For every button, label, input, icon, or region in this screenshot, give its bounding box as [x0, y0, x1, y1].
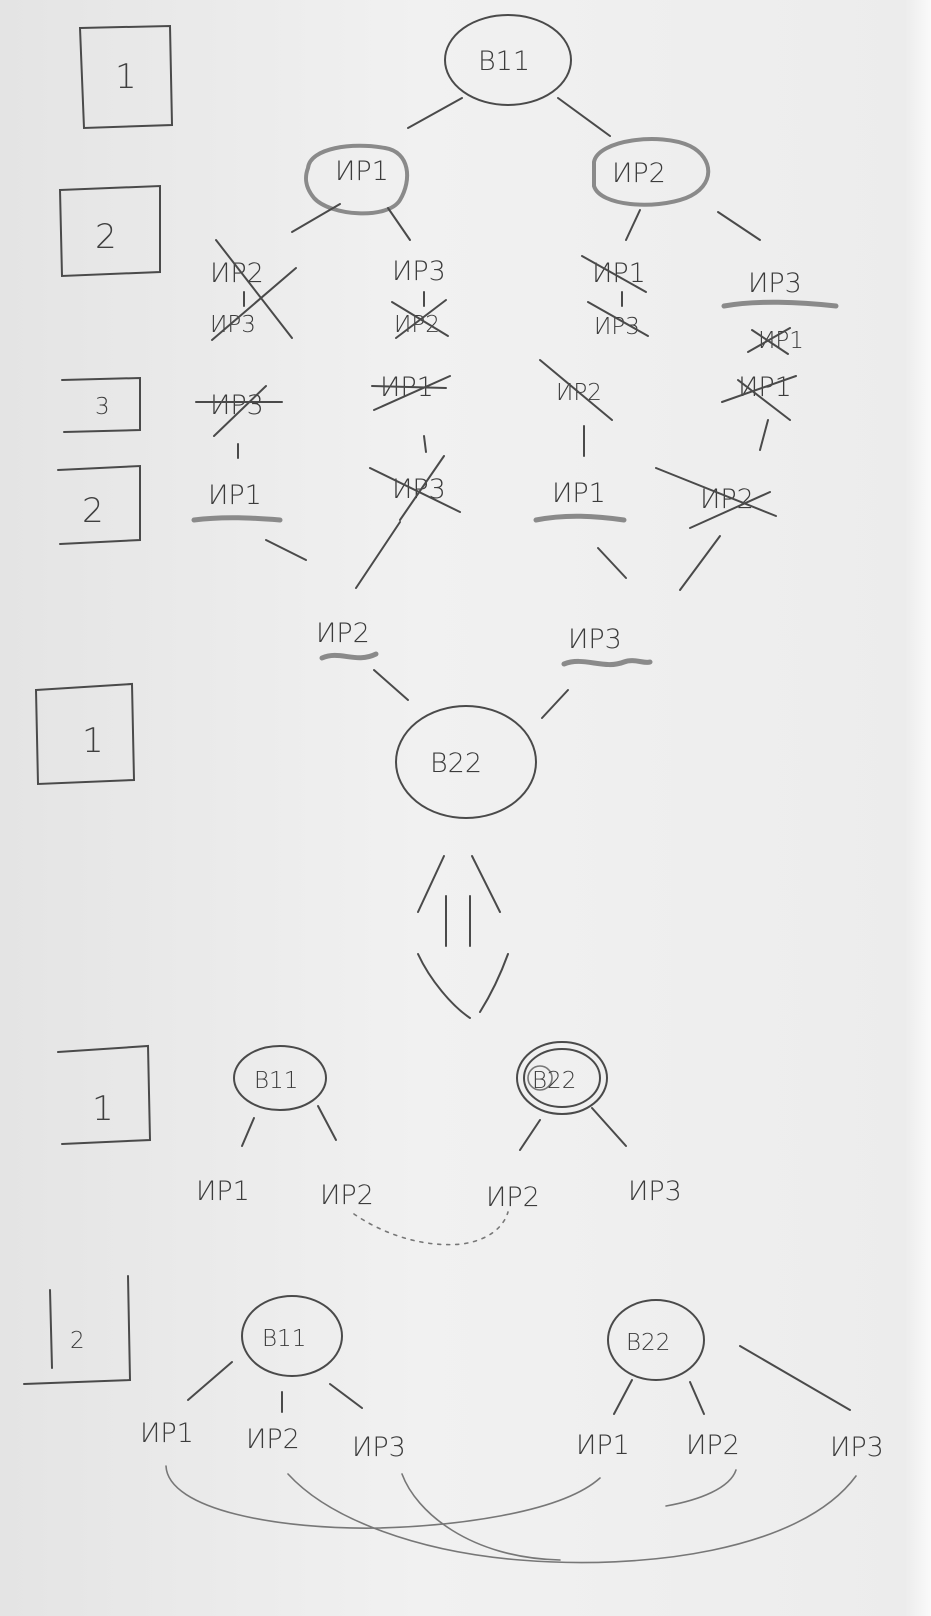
- row3-node-1-crossed: ИР3: [195, 385, 283, 437]
- branch-b2: ИР3 ИР1: [721, 268, 839, 355]
- g2-arc-ir1-ir1: [165, 1465, 601, 1529]
- merge-node-ir3: ИР3: [561, 624, 653, 668]
- g1-left-root-b11: B11: [233, 1045, 327, 1111]
- node-label: ИР2: [612, 158, 666, 189]
- merge-node-ir2: ИР2: [316, 618, 379, 661]
- level-box-4: 2: [57, 464, 141, 545]
- g1-leaf-ir2-b: ИР2: [486, 1182, 540, 1213]
- row4-node-1: ИР1: [191, 480, 283, 523]
- level-box-5: 1: [34, 682, 136, 786]
- branch-b1: ИР1 ИР3: [581, 255, 649, 340]
- node-label: ИР1: [335, 156, 389, 187]
- svg-text:ИР3: ИР3: [210, 312, 256, 338]
- svg-text:B11: B11: [254, 1068, 298, 1094]
- g2-leaf-ir2: ИР2: [246, 1424, 300, 1455]
- svg-text:B22: B22: [532, 1068, 576, 1094]
- g2-right-root-b22: B22: [607, 1299, 705, 1381]
- level-number: 1: [115, 57, 137, 97]
- bottom-node-b22: B22: [395, 705, 537, 819]
- g2-leaf-ir2-b: ИР2: [686, 1430, 740, 1461]
- row4-node-4-crossed: ИР2: [655, 467, 777, 529]
- svg-text:ИР1: ИР1: [208, 480, 262, 511]
- svg-text:ИР2: ИР2: [210, 258, 264, 289]
- g1-leaf-ir2: ИР2: [320, 1180, 374, 1211]
- level-number: 2: [82, 491, 104, 531]
- g2-leaf-ir3: ИР3: [352, 1432, 406, 1463]
- branch-a2: ИР3 ИР2: [391, 256, 449, 339]
- svg-text:B11: B11: [262, 1326, 306, 1352]
- level-box-1: 1: [78, 24, 174, 130]
- level-box-2: 2: [58, 184, 161, 278]
- svg-text:ИР3: ИР3: [748, 268, 802, 299]
- g2-left-root-b11: B11: [241, 1295, 343, 1377]
- g2-arc-ir3-ir2: [401, 1473, 561, 1561]
- g2-leaf-ir1: ИР1: [140, 1418, 194, 1449]
- g2-leaf-ir1-b: ИР1: [576, 1430, 630, 1461]
- row3-node-4-crossed: ИР1: [721, 372, 797, 421]
- row4-node-3: ИР1: [533, 478, 627, 523]
- node-label: B22: [430, 748, 482, 779]
- svg-text:ИР1: ИР1: [592, 258, 646, 289]
- svg-text:ИР3: ИР3: [210, 390, 264, 421]
- row3-node-3-crossed: ИР2: [539, 359, 613, 421]
- g1-leaf-ir1: ИР1: [196, 1176, 250, 1207]
- branch-a1-crossed: ИР2 ИР3: [210, 239, 297, 341]
- g1-leaf-ir3: ИР3: [628, 1176, 682, 1207]
- svg-text:ИР2: ИР2: [316, 618, 370, 649]
- node-label: B11: [478, 46, 530, 77]
- level-number: 2: [95, 217, 117, 257]
- level-number: 3: [95, 394, 110, 420]
- node-ir2-highlighted: ИР2: [592, 137, 711, 207]
- g1-dotted-link: [353, 1211, 509, 1246]
- level-number: 1: [92, 1089, 114, 1129]
- svg-text:ИР3: ИР3: [392, 256, 446, 287]
- g2-arc-ir2-ir3: [287, 1473, 857, 1564]
- level-box-7: 2: [23, 1275, 132, 1385]
- row3-node-2-crossed: ИР1: [371, 372, 451, 411]
- node-ir1-highlighted: ИР1: [303, 143, 409, 216]
- row4-node-2-crossed: ИР3: [369, 455, 461, 521]
- g2-leaf-ir3-b: ИР3: [830, 1432, 884, 1463]
- svg-text:ИР3: ИР3: [568, 624, 622, 655]
- svg-text:B22: B22: [626, 1330, 670, 1356]
- level-number: 2: [70, 1328, 85, 1354]
- level-number: 1: [82, 721, 104, 761]
- g2-arc-ir2-b: [665, 1469, 737, 1507]
- svg-text:ИР1: ИР1: [552, 478, 606, 509]
- root-node-b11: B11: [444, 14, 572, 106]
- level-box-3: 3: [61, 376, 141, 433]
- equivalence-arrow: ||: [417, 855, 509, 1019]
- level-box-6: 1: [57, 1044, 152, 1145]
- g1-right-root-b22: B22: [516, 1041, 608, 1115]
